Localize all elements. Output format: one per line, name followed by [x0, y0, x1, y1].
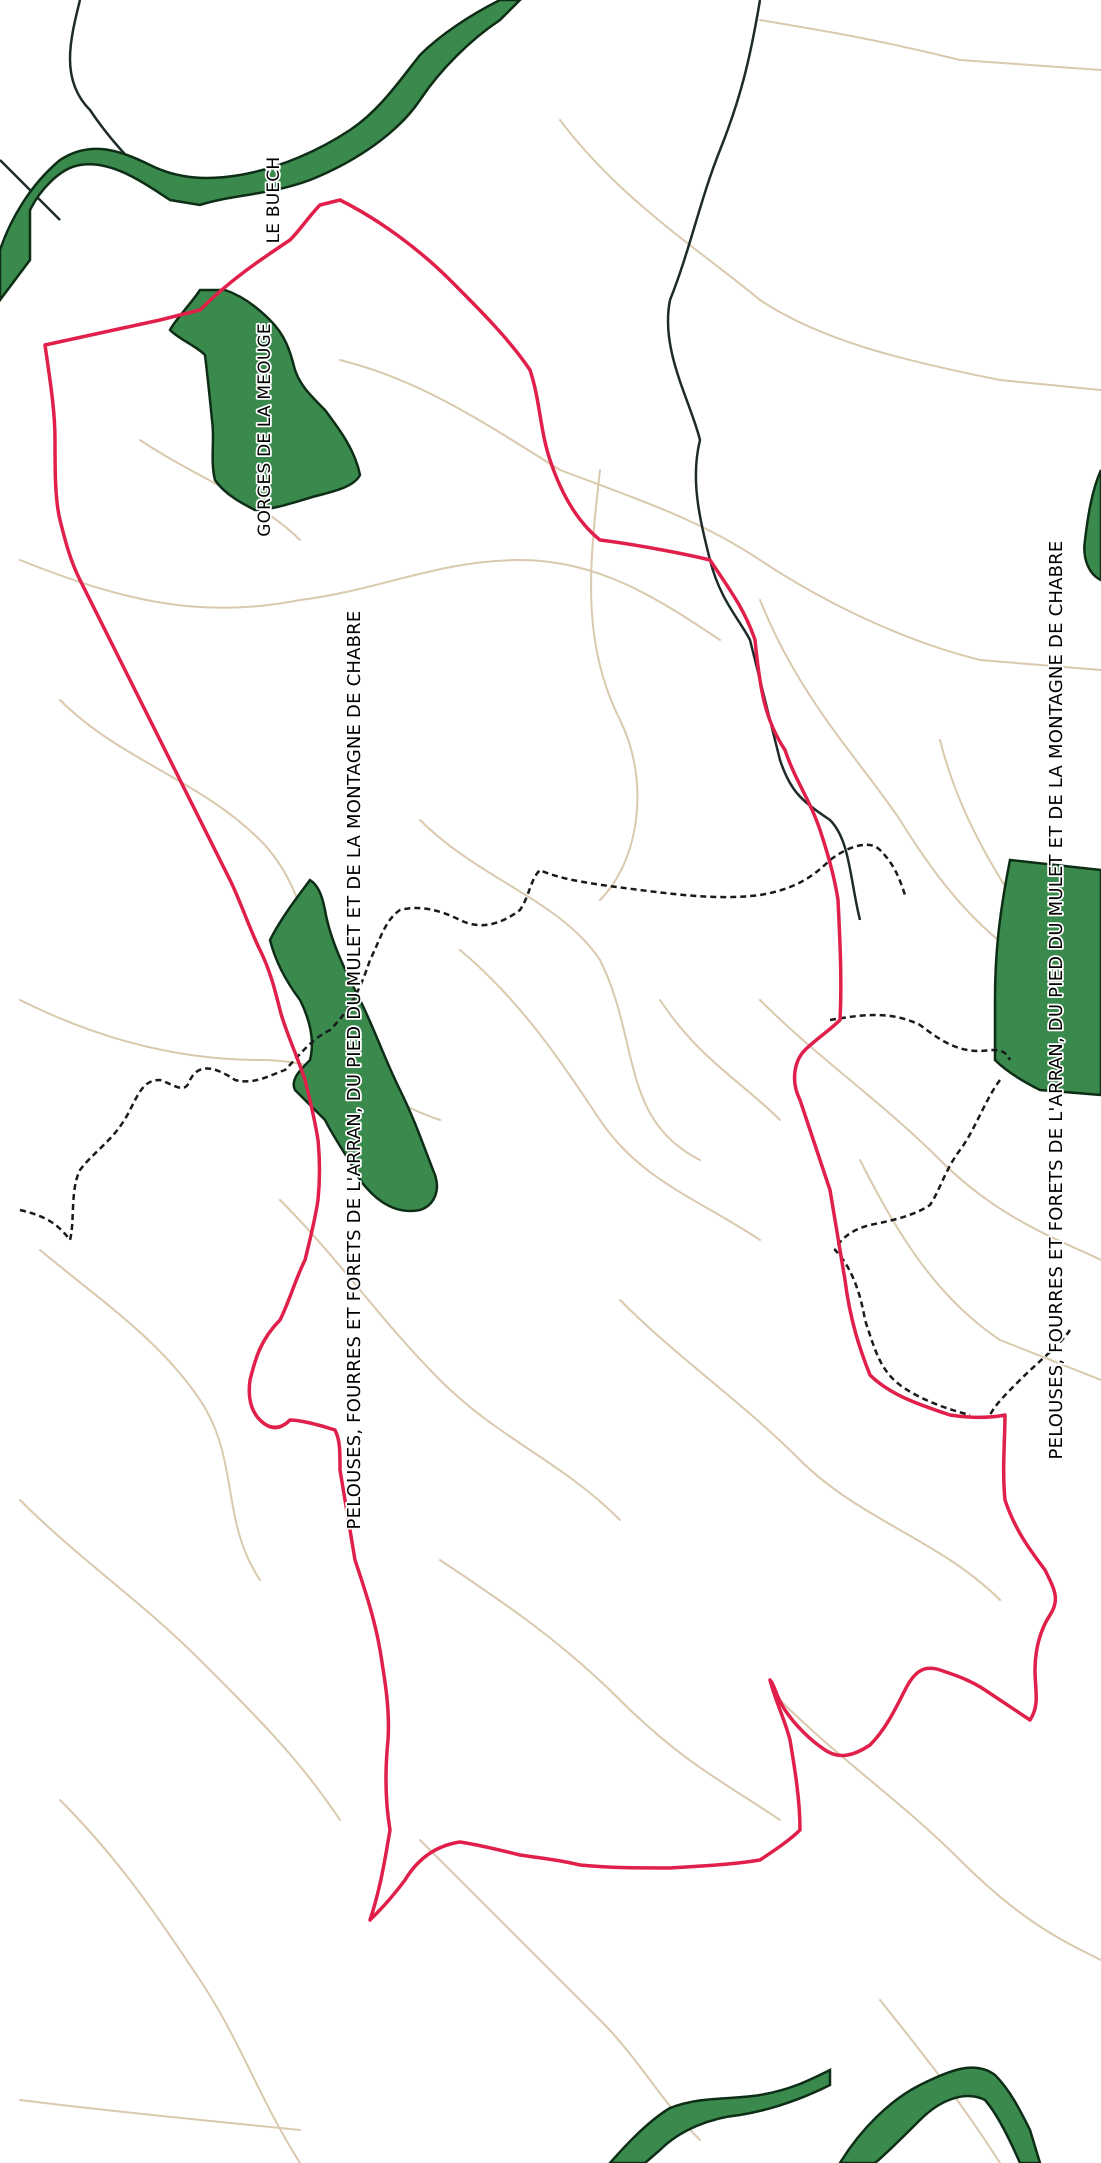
meouge-area	[168, 288, 362, 512]
road-network	[19, 19, 1101, 2163]
label-chabre-east: PELOUSES, FOURRES ET FORETS DE L'ARRAN, …	[1046, 541, 1067, 1460]
road-line	[459, 949, 761, 1241]
road-line	[590, 469, 639, 901]
road-line	[19, 559, 721, 641]
river-line	[666, 0, 762, 561]
chabre-west-area	[268, 878, 439, 1213]
chabre-east-area	[993, 858, 1101, 1097]
road-line	[779, 1699, 1101, 1961]
road-line	[419, 1839, 701, 2141]
road-line	[419, 819, 701, 1161]
road-line	[859, 1159, 1101, 1381]
admin-boundaries	[19, 843, 1072, 1417]
dashed-boundary	[19, 843, 907, 1242]
study-zone-outline	[43, 198, 1058, 1922]
road-line	[439, 1559, 781, 1821]
dashed-boundary	[988, 1329, 1072, 1416]
road-line	[19, 1499, 341, 1821]
road-line	[559, 119, 1101, 391]
label-chabre-west: PELOUSES, FOURRES ET FORETS DE L'ARRAN, …	[344, 611, 365, 1530]
road-line	[279, 1199, 621, 1521]
dashed-boundary	[829, 1013, 1012, 1061]
dashed-boundary	[833, 1079, 1002, 1417]
road-line	[39, 1249, 261, 1581]
road-line	[759, 19, 1101, 71]
river-lines	[0, 0, 862, 921]
river-line	[0, 159, 61, 221]
south-river-area-2	[838, 2066, 1042, 2163]
road-line	[619, 1299, 1001, 1601]
label-meouge: GORGES DE LA MEOUGE	[255, 323, 275, 537]
road-line	[19, 2099, 301, 2131]
road-line	[759, 559, 1101, 671]
south-river-area	[608, 2067, 832, 2163]
road-line	[759, 999, 1101, 1261]
east-edge-area	[1083, 469, 1101, 582]
buech-river-area	[0, 0, 522, 303]
road-line	[59, 1799, 301, 2163]
river-line	[708, 559, 862, 921]
road-line	[659, 999, 781, 1121]
label-buech: LE BUECH	[264, 157, 284, 244]
